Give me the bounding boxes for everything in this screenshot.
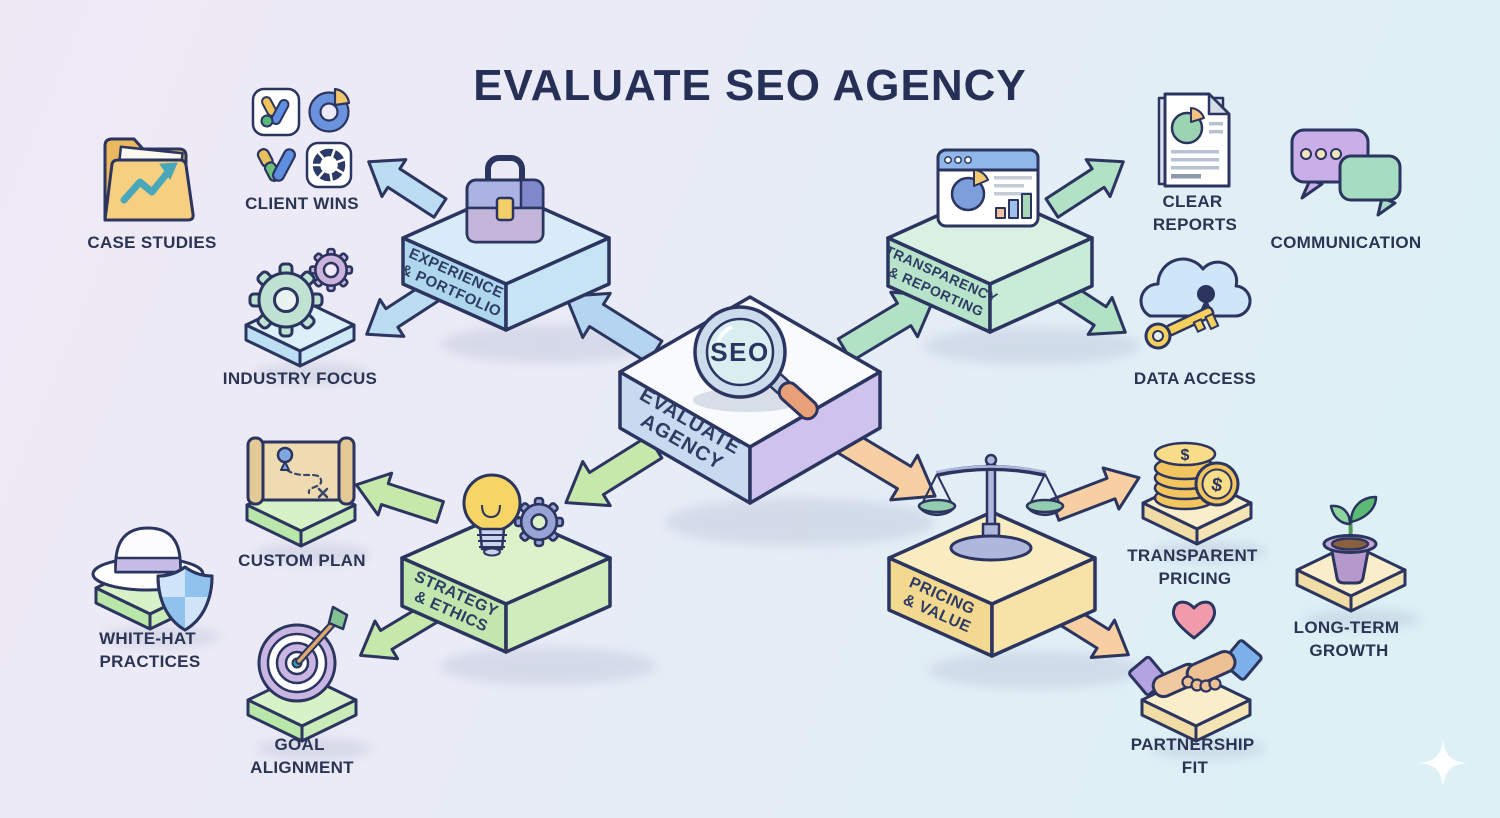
long-term-growth-label: LONG-TERM GROWTH	[1294, 618, 1405, 660]
gear-icon-strategy	[513, 496, 565, 548]
handshake-heart-icon	[1128, 600, 1263, 699]
white-hat-icon	[91, 526, 205, 592]
long-term-growth-platform	[1295, 542, 1407, 613]
data-access-item: DATA ACCESS	[1134, 257, 1256, 388]
map-scroll-icon	[246, 436, 356, 506]
strategy-arrow-to-custom-plan	[354, 471, 445, 524]
case-studies-icon	[103, 137, 195, 222]
clear-reports-label: CLEAR REPORTS	[1153, 192, 1237, 234]
coins-icon: $ $	[1153, 441, 1240, 511]
case-studies-label: CASE STUDIES	[87, 233, 216, 252]
long-term-growth-item: LONG-TERM GROWTH	[1294, 495, 1407, 660]
ads-logo-large-icon	[256, 148, 296, 182]
report-document-icon	[1157, 92, 1231, 188]
plant-pot-icon	[1322, 495, 1378, 585]
transparent-pricing-label: TRANSPARENT PRICING	[1127, 546, 1263, 588]
industry-focus-item: INDUSTRY FOCUS	[223, 247, 377, 388]
industry-focus-label: INDUSTRY FOCUS	[223, 369, 377, 388]
transparent-pricing-item: $ $ TRANSPARENT PRICING	[1127, 441, 1263, 588]
analytics-dashboard-icon	[936, 148, 1040, 228]
transparency-arrow-to-clear-reports	[1044, 158, 1125, 219]
dollar-sign-text: $	[1210, 474, 1224, 497]
communication-label: COMMUNICATION	[1271, 233, 1422, 252]
donut-chart-icon	[308, 87, 351, 133]
center-arrow-lower-left	[564, 434, 664, 508]
experience-arrow-to-client-wins	[367, 158, 448, 219]
lightbulb-icon	[462, 473, 522, 557]
seo-magnifier-text: SEO	[710, 337, 769, 367]
partnership-fit-label: PARTNERSHIP FIT	[1131, 735, 1260, 777]
aperture-icon	[305, 141, 353, 189]
target-arrow-icon	[257, 605, 349, 703]
seo-magnifier-icon: SEO	[693, 305, 819, 421]
pricing-arrow-to-transparent-pricing	[1049, 466, 1141, 522]
briefcase-icon	[465, 155, 545, 244]
communication-item: COMMUNICATION	[1271, 128, 1422, 252]
partnership-fit-item: PARTNERSHIP FIT	[1128, 600, 1263, 777]
dollar-sign-text: $	[1181, 447, 1190, 464]
balance-scale-icon	[917, 453, 1065, 562]
white-hat-practices-item: WHITE-HAT PRACTICES	[91, 526, 214, 671]
gears-icon	[248, 247, 354, 338]
white-hat-practices-label: WHITE-HAT PRACTICES	[99, 629, 201, 671]
center-arrow-upper-right	[836, 290, 937, 363]
client-wins-item: CLIENT WINS	[245, 87, 359, 213]
custom-plan-item: CUSTOM PLAN	[238, 436, 366, 570]
chat-bubbles-icon	[1290, 128, 1402, 217]
clear-reports-item: CLEAR REPORTS	[1153, 92, 1237, 234]
goal-alignment-item: GOAL ALIGNMENT	[246, 605, 358, 777]
cloud-lock-key-icon	[1139, 257, 1252, 350]
page-title: EVALUATE SEO AGENCY	[473, 61, 1027, 110]
client-wins-label: CLIENT WINS	[245, 194, 359, 213]
client-wins-icon	[251, 87, 353, 189]
custom-plan-label: CUSTOM PLAN	[238, 551, 366, 570]
data-access-label: DATA ACCESS	[1134, 369, 1256, 388]
case-studies-item: CASE STUDIES	[87, 137, 216, 252]
center-arrow-lower-right	[836, 429, 937, 502]
goal-alignment-label: GOAL ALIGNMENT	[250, 735, 354, 777]
sparkle-icon	[1419, 739, 1467, 787]
ads-logo-small-icon	[251, 87, 301, 137]
